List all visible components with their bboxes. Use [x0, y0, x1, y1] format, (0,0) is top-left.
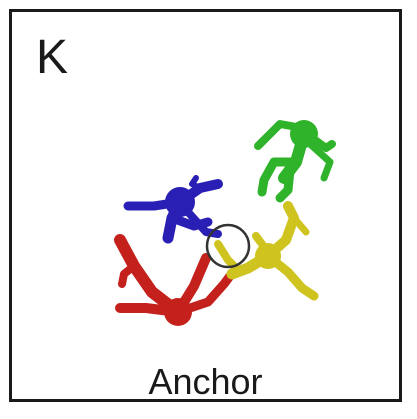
red-figure — [114, 234, 235, 326]
yellow-figure — [214, 201, 319, 301]
green-figure — [254, 120, 336, 203]
blue-figure — [123, 175, 223, 244]
molecular-figures-illustration — [114, 120, 336, 326]
anchor-highlight-circle — [205, 223, 251, 269]
figure-panel: K — [9, 9, 402, 402]
panel-caption: Anchor — [148, 361, 263, 402]
panel-letter: K — [36, 31, 69, 84]
